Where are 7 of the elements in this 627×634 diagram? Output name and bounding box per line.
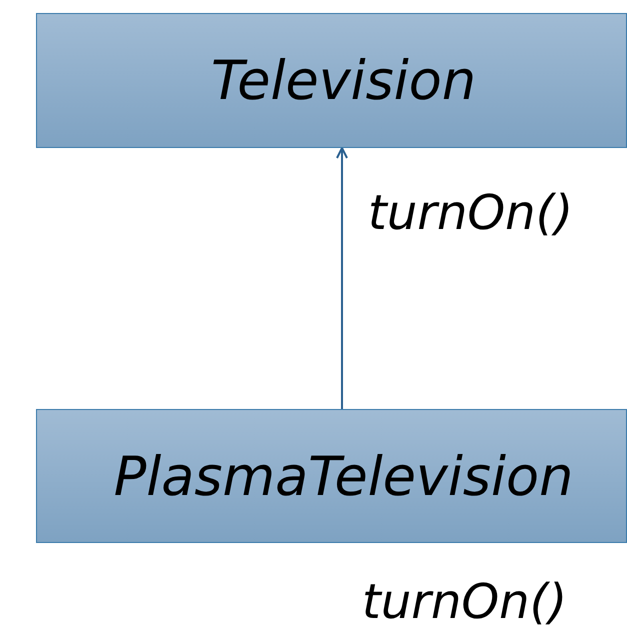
method-label: turnOn() [362, 574, 568, 630]
class-name: Television [210, 49, 476, 112]
class-box [36, 409, 627, 543]
inheritance-arrow [336, 147, 348, 409]
class-name: PlasmaTelevision [114, 444, 574, 508]
class-box [36, 13, 627, 148]
method-label: turnOn() [368, 185, 574, 241]
